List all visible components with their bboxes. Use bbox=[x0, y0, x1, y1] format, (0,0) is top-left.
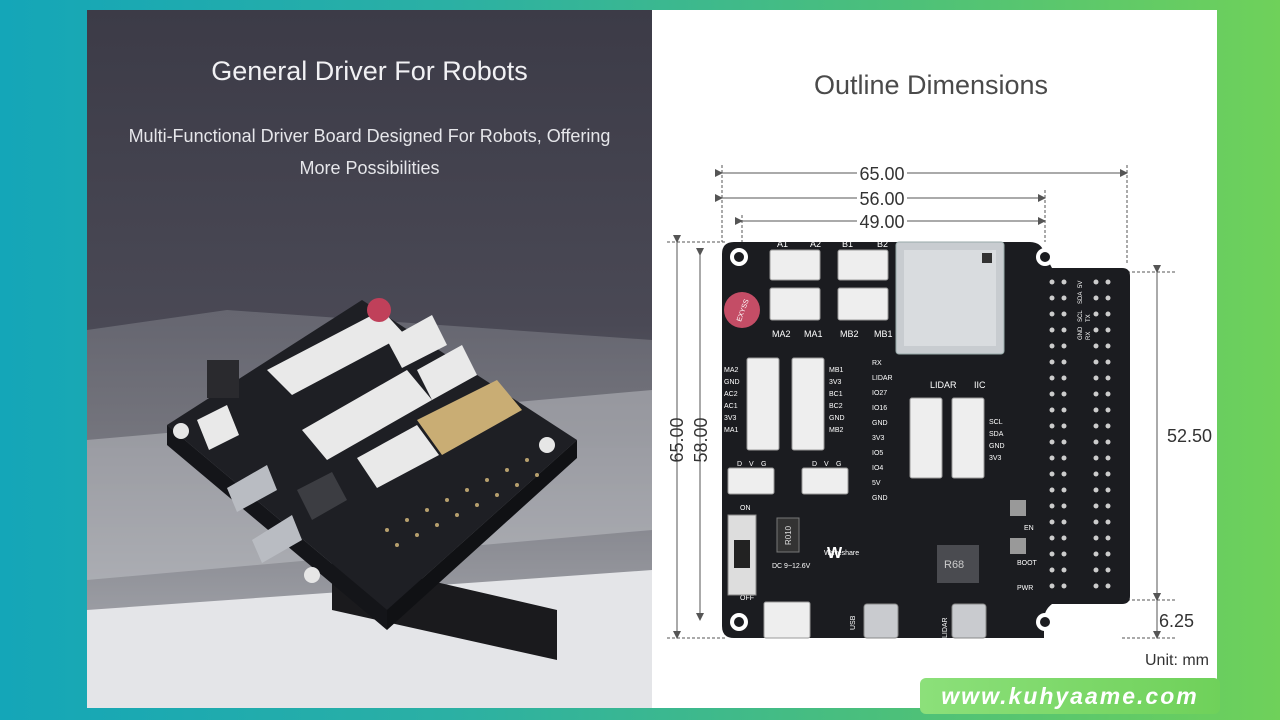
header-label-3: 5V bbox=[1078, 281, 1084, 288]
pin-right-3: BC2 bbox=[829, 403, 843, 410]
brand-label: Waveshare bbox=[824, 550, 859, 557]
waveshare-logo-icon: W bbox=[827, 545, 843, 562]
usb-label: USB bbox=[850, 615, 857, 630]
pin-left-1: GND bbox=[724, 379, 740, 386]
dimension-drawing: 65.00 56.00 49.00 52.50 6.25 65.00 58.00… bbox=[667, 164, 1212, 639]
pin-right-5: MB2 bbox=[829, 427, 844, 434]
inductor-label: R68 bbox=[944, 559, 964, 571]
io-pin-1: LIDAR bbox=[872, 375, 893, 382]
io-pin-7: IO4 bbox=[872, 465, 883, 472]
io-pin-2: IO27 bbox=[872, 390, 887, 397]
pin-right-2: BC1 bbox=[829, 391, 843, 398]
dvg-v-2: V bbox=[824, 461, 829, 468]
dvg-d-2: D bbox=[812, 461, 817, 468]
inductor bbox=[937, 545, 979, 583]
lidar-usb-port bbox=[951, 603, 987, 639]
iic-pin-0: SCL bbox=[989, 419, 1003, 426]
iic-pin-2: GND bbox=[989, 443, 1005, 450]
io-pin-9: GND bbox=[872, 495, 888, 502]
header-label-1: SCL bbox=[1078, 310, 1084, 322]
pin-right-1: 3V3 bbox=[829, 379, 842, 386]
dvg-v: V bbox=[749, 461, 754, 468]
product-image: General Driver For Robots Multi-Function… bbox=[87, 10, 1217, 708]
dim-height-5250: 52.50 bbox=[1167, 426, 1212, 446]
product-photo-panel: General Driver For Robots Multi-Function… bbox=[87, 10, 652, 708]
dim-width-65: 65.00 bbox=[859, 164, 904, 184]
dvg-g-2: G bbox=[836, 461, 841, 468]
dim-height-58: 58.00 bbox=[691, 417, 711, 462]
header-label-5: TX bbox=[1086, 314, 1092, 322]
io-pin-8: 5V bbox=[872, 480, 881, 487]
lidar-label: LIDAR bbox=[930, 380, 957, 390]
pin-left-0: MA2 bbox=[724, 367, 739, 374]
label-b2: B2 bbox=[877, 239, 888, 249]
iic-label: IIC bbox=[974, 380, 986, 390]
label-ma1: MA1 bbox=[804, 329, 823, 339]
io-pin-5: 3V3 bbox=[872, 435, 885, 442]
iic-pin-1: SDA bbox=[989, 431, 1004, 438]
header-label-4: RX bbox=[1086, 332, 1092, 340]
label-mb2: MB2 bbox=[840, 329, 859, 339]
pin-right-4: GND bbox=[829, 415, 845, 422]
panel-subtitle: Multi-Functional Driver Board Designed F… bbox=[87, 120, 652, 184]
io-pin-4: GND bbox=[872, 420, 888, 427]
iic-pin-3: 3V3 bbox=[989, 455, 1002, 462]
dim-height-65: 65.00 bbox=[667, 417, 687, 462]
usb-port bbox=[863, 603, 899, 639]
panel-title: Outline Dimensions bbox=[813, 70, 1049, 100]
pin-left-5: MA1 bbox=[724, 427, 739, 434]
io-pin-3: IO16 bbox=[872, 405, 887, 412]
unit-label: Unit: mm bbox=[1145, 652, 1209, 669]
boot-button bbox=[1010, 538, 1026, 554]
dvg-d: D bbox=[737, 461, 742, 468]
label-b1: B1 bbox=[842, 239, 853, 249]
pwr-label: PWR bbox=[1017, 585, 1033, 592]
dim-height-625: 6.25 bbox=[1159, 611, 1194, 631]
resistor-label: R010 bbox=[784, 525, 793, 545]
pin-left-2: AC2 bbox=[724, 391, 738, 398]
label-ma2: MA2 bbox=[772, 329, 791, 339]
boot-label: BOOT bbox=[1017, 560, 1038, 567]
dc-label: DC 9~12.6V bbox=[772, 563, 811, 570]
board-photo bbox=[87, 298, 652, 708]
outline-dimensions-panel: Outline Dimensions bbox=[652, 10, 1217, 708]
gpio-header bbox=[1049, 279, 1111, 589]
label-a2: A2 bbox=[810, 239, 821, 249]
dvg-g: G bbox=[761, 461, 766, 468]
subtitle-line-2: More Possibilities bbox=[299, 158, 440, 178]
io-pin-6: IO5 bbox=[872, 450, 883, 457]
pin-left-3: AC1 bbox=[724, 403, 738, 410]
off-label: OFF bbox=[740, 595, 754, 602]
label-mb1: MB1 bbox=[874, 329, 893, 339]
dim-width-56: 56.00 bbox=[859, 189, 904, 209]
pin-left-4: 3V3 bbox=[724, 415, 737, 422]
on-label: ON bbox=[740, 505, 751, 512]
watermark-text: www.kuhyaame.com bbox=[920, 678, 1220, 714]
io-pin-0: RX bbox=[872, 360, 882, 367]
en-label: EN bbox=[1024, 525, 1034, 532]
header-label-2: SDA bbox=[1078, 292, 1084, 304]
panel-title: General Driver For Robots bbox=[211, 56, 528, 86]
en-button bbox=[1010, 500, 1026, 516]
lidar-port-label: LIDAR bbox=[942, 617, 949, 638]
label-a1: A1 bbox=[777, 239, 788, 249]
subtitle-line-1: Multi-Functional Driver Board Designed F… bbox=[128, 126, 611, 146]
header-label-0: GND bbox=[1078, 326, 1084, 340]
dim-width-49: 49.00 bbox=[859, 212, 904, 232]
pin-right-0: MB1 bbox=[829, 367, 844, 374]
